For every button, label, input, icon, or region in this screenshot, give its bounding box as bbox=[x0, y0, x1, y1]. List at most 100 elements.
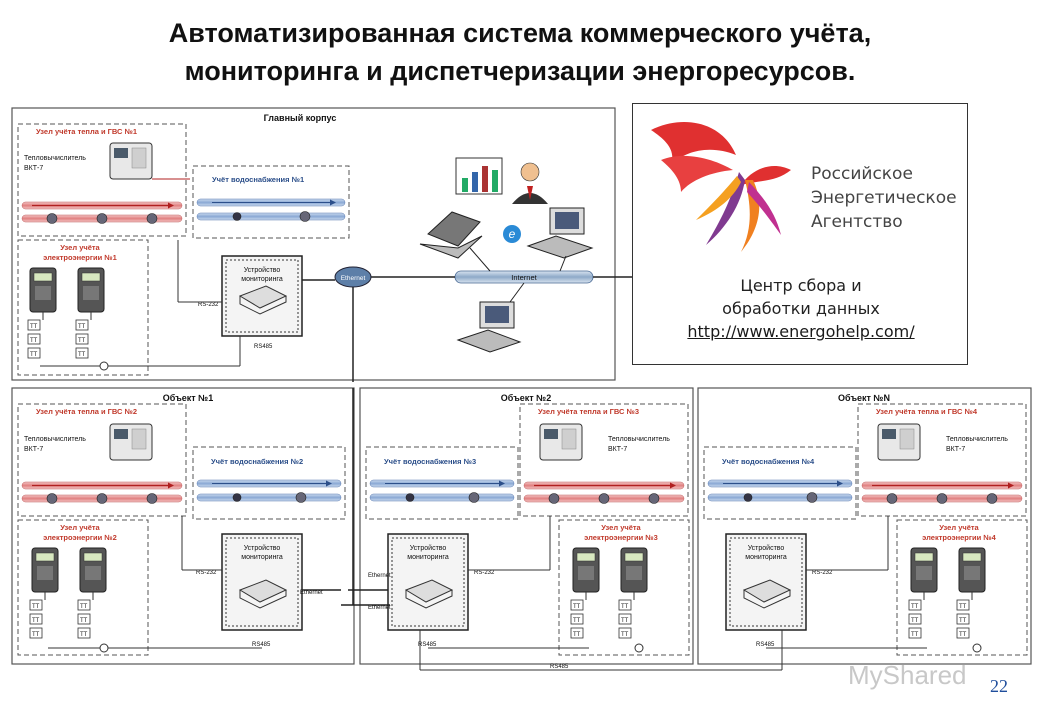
heat-calculator-display bbox=[114, 148, 128, 158]
monitoring-device-side bbox=[239, 296, 287, 315]
object-water-arrowhead bbox=[499, 480, 505, 487]
tt-box bbox=[570, 599, 584, 611]
tt-box bbox=[956, 613, 970, 625]
heat-calculator-display bbox=[882, 429, 896, 439]
tt-box bbox=[29, 613, 43, 625]
rs232-label: RS-232 bbox=[198, 302, 219, 308]
energohelp-link[interactable]: http://www.energohelp.com/ bbox=[687, 322, 915, 341]
electro-label-2: электроэнергии №3 bbox=[584, 533, 658, 542]
rack-frame bbox=[225, 537, 299, 627]
tt-label: TT bbox=[573, 604, 581, 610]
desktop-2-link bbox=[509, 282, 525, 303]
ethernet-label: Ethernet bbox=[368, 573, 391, 579]
heat-calculator-keys bbox=[131, 428, 147, 450]
flow-meter-icon bbox=[598, 493, 610, 504]
tt-label: TT bbox=[32, 618, 40, 624]
electric-meter bbox=[77, 267, 105, 320]
title-line-2: мониторинга и диспетчеризации энергоресу… bbox=[184, 56, 856, 86]
rs232-label: RS-232 bbox=[474, 570, 495, 576]
meter-panel bbox=[578, 566, 594, 580]
electro-box bbox=[17, 519, 149, 656]
rack-frame bbox=[225, 259, 299, 333]
electro-label-1: Узел учёта bbox=[601, 523, 641, 532]
electric-meter bbox=[620, 547, 648, 600]
rea-org-name: Российское Энергетическое Агентство bbox=[811, 162, 957, 234]
monitor-label-1: Устройство bbox=[410, 544, 447, 552]
water-box-label: Учёт водоснабжения №1 bbox=[212, 175, 304, 184]
tt-label: TT bbox=[621, 604, 629, 610]
heat-calculator-display bbox=[114, 429, 128, 439]
object-label: Объект №2 bbox=[501, 393, 551, 403]
object-heat-pipes-flow-arrowhead bbox=[1008, 482, 1014, 489]
monitor-label-2: мониторинга bbox=[407, 554, 449, 561]
network-section: Internet e bbox=[371, 157, 632, 353]
object-label: Объект №N bbox=[838, 393, 890, 403]
electric-meter bbox=[29, 267, 57, 320]
valve-icon bbox=[405, 493, 415, 502]
object-water-arrowhead bbox=[837, 480, 843, 487]
tt-label: TT bbox=[573, 618, 581, 624]
electro-label-1: Узел учёта bbox=[939, 523, 979, 532]
rs485-label: RS485 bbox=[254, 344, 273, 350]
tt-box bbox=[908, 613, 922, 625]
heat-calc-label-1: Тепловычислитель bbox=[24, 436, 86, 443]
internet-explorer-icon bbox=[503, 225, 521, 243]
chart-bar-icon bbox=[472, 172, 478, 192]
tt-label: TT bbox=[959, 632, 967, 638]
tt-box bbox=[75, 347, 89, 359]
data-center-caption: Центр сбора и обработки данных http://ww… bbox=[633, 274, 969, 343]
internet-explorer-letter: e bbox=[509, 227, 516, 241]
title-line-1: Автоматизированная система коммерческого… bbox=[168, 18, 872, 48]
heat-calc-label-1: Тепловычислитель bbox=[946, 436, 1008, 443]
rea-org-name-line-3: Агентство bbox=[811, 212, 903, 232]
heat-node-box bbox=[17, 123, 187, 237]
desktop-2-screen bbox=[485, 306, 509, 323]
tt-box bbox=[29, 599, 43, 611]
water-box bbox=[703, 446, 857, 520]
electro-label-1: Узел учёта bbox=[60, 523, 100, 532]
heat-calc-label-2: ВКТ-7 bbox=[24, 165, 43, 172]
tt-box bbox=[618, 613, 632, 625]
monitor-label-2: мониторинга bbox=[241, 554, 283, 561]
internet-label: Internet bbox=[511, 273, 537, 282]
tt-label: TT bbox=[80, 604, 88, 610]
data-center-line-2: обработки данных bbox=[722, 299, 880, 318]
rs485-inter-label: RS485 bbox=[550, 664, 569, 670]
meter-display bbox=[35, 552, 55, 562]
tt-label: TT bbox=[30, 324, 38, 330]
water-box-label: Учёт водоснабжения №3 bbox=[384, 457, 476, 466]
object-water-pipe-2 bbox=[196, 493, 342, 502]
electric-meter bbox=[910, 547, 938, 600]
meter-panel bbox=[916, 566, 932, 580]
tt-box bbox=[908, 627, 922, 639]
tt-label: TT bbox=[78, 324, 86, 330]
rs485-label: RS485 bbox=[418, 642, 437, 648]
electro-label-2: электроэнергии №2 bbox=[43, 533, 117, 542]
laptop-base-icon bbox=[419, 235, 483, 259]
heat-node-label: Узел учёта тепла и ГВС №2 bbox=[36, 407, 137, 416]
meter-display bbox=[33, 272, 53, 282]
heat-calc-label-2: ВКТ-7 bbox=[24, 446, 43, 453]
tt-label: TT bbox=[30, 352, 38, 358]
tt-box bbox=[27, 347, 41, 359]
user-tie-icon bbox=[527, 186, 533, 200]
bus-junction bbox=[634, 643, 644, 653]
bus-junction bbox=[99, 643, 109, 653]
monitoring-device-side bbox=[743, 590, 791, 609]
flow-meter-icon bbox=[648, 493, 660, 504]
valve-icon bbox=[232, 493, 242, 502]
laptop-screen-icon bbox=[427, 211, 481, 247]
meter-display bbox=[576, 552, 596, 562]
main-water-arrowhead bbox=[330, 199, 336, 206]
object-water-pipe-2 bbox=[369, 493, 515, 502]
tt-label: TT bbox=[32, 604, 40, 610]
water-box bbox=[192, 446, 346, 520]
meter-display bbox=[624, 552, 644, 562]
water-box bbox=[192, 165, 350, 239]
chart-bar-icon bbox=[482, 166, 488, 192]
tt-label: TT bbox=[959, 618, 967, 624]
watermark: MyShared bbox=[848, 660, 967, 690]
heat-node-label: Узел учёта тепла и ГВС №3 bbox=[538, 407, 639, 416]
